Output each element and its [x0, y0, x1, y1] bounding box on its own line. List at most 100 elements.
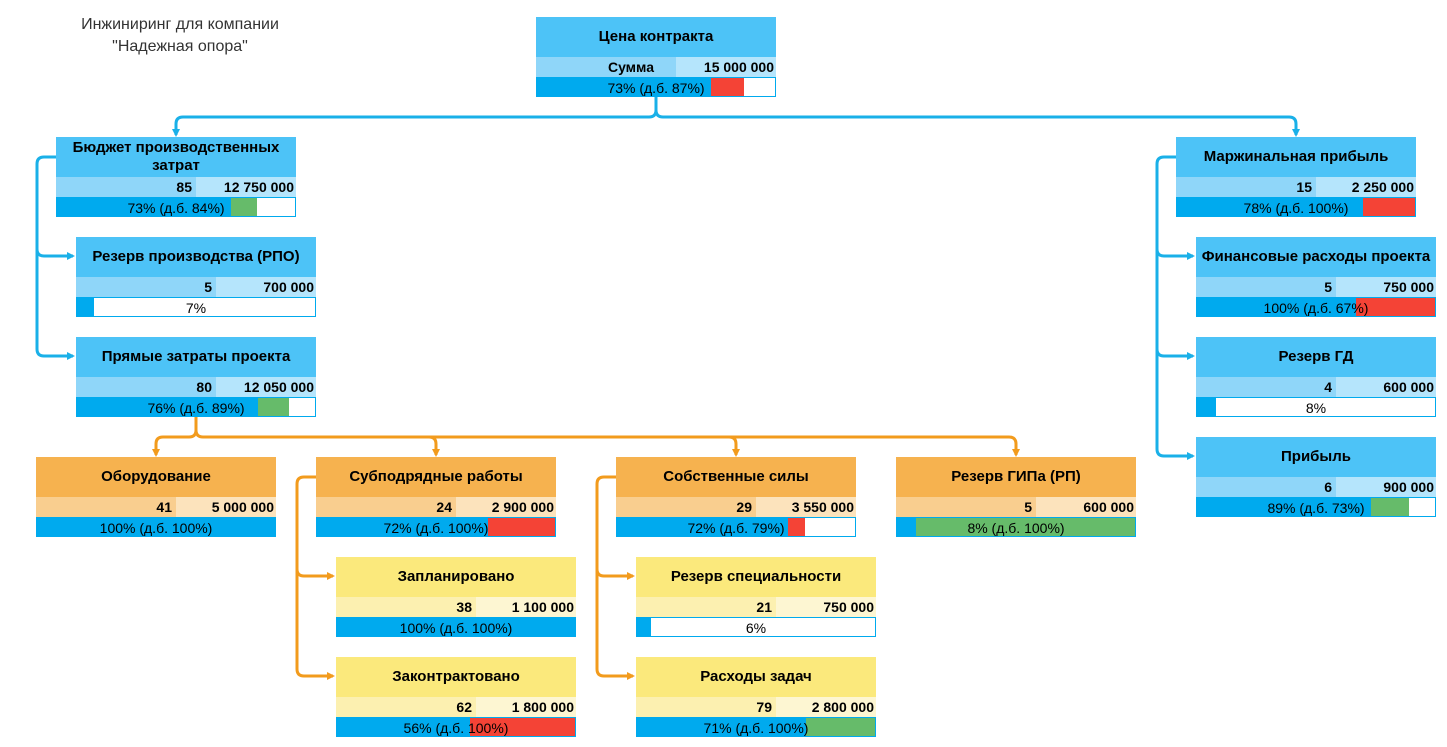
- progress-deviation-mark: [805, 718, 875, 736]
- node-own-forces[interactable]: Собственные силы 29 3 550 000 72% (д.б. …: [616, 457, 856, 537]
- node-values-row: 15 2 250 000: [1176, 177, 1416, 197]
- node-title: Бюджет производственных затрат: [56, 137, 296, 177]
- node-spec-reserve[interactable]: Резерв специальности 21 750 000 6%: [636, 557, 876, 637]
- progress-label: 100% (д.б. 67%): [1263, 300, 1369, 316]
- node-share: 29: [616, 497, 756, 517]
- progress-deviation-mark: [1356, 298, 1435, 316]
- progress-label: 56% (д.б. 100%): [403, 720, 509, 736]
- node-amount: 700 000: [216, 277, 316, 297]
- node-contracted[interactable]: Законтрактовано 62 1 800 000 56% (д.б. 1…: [336, 657, 576, 737]
- node-share: 24: [316, 497, 456, 517]
- progress-deviation-mark: [488, 518, 555, 536]
- node-share: 5: [896, 497, 1036, 517]
- progress-deviation-mark: [470, 718, 575, 736]
- node-values-row: 41 5 000 000: [36, 497, 276, 517]
- node-equipment[interactable]: Оборудование 41 5 000 000 100% (д.б. 100…: [36, 457, 276, 537]
- node-share: 15: [1176, 177, 1316, 197]
- node-title: Законтрактовано: [336, 657, 576, 697]
- node-gip-reserve[interactable]: Резерв ГИПа (РП) 5 600 000 8% (д.б. 100%…: [896, 457, 1136, 537]
- node-task-costs[interactable]: Расходы задач 79 2 800 000 71% (д.б. 100…: [636, 657, 876, 737]
- progress-fill: [637, 618, 652, 636]
- progress-deviation-mark: [1362, 198, 1415, 216]
- node-title: Прибыль: [1196, 437, 1436, 477]
- node-values-row: 5 750 000: [1196, 277, 1436, 297]
- node-share: 5: [1196, 277, 1336, 297]
- node-direct-costs[interactable]: Прямые затраты проекта 80 12 050 000 76%…: [76, 337, 316, 417]
- node-share: 85: [56, 177, 196, 197]
- progress-label: 73% (д.б. 87%): [607, 80, 705, 96]
- progress-label: 6%: [745, 620, 767, 636]
- node-title: Маржинальная прибыль: [1176, 137, 1416, 177]
- node-progress-bar: 71% (д.б. 100%): [636, 717, 876, 737]
- node-progress-bar: 73% (д.б. 87%): [536, 77, 776, 97]
- progress-label: 72% (д.б. 100%): [383, 520, 489, 536]
- node-prod-budget[interactable]: Бюджет производственных затрат 85 12 750…: [56, 137, 296, 217]
- node-title: Оборудование: [36, 457, 276, 497]
- node-prod-reserve[interactable]: Резерв производства (РПО) 5 700 000 7%: [76, 237, 316, 317]
- progress-fill: [537, 78, 711, 96]
- connector-own-to-tasks: [595, 569, 635, 680]
- node-progress-bar: 89% (д.б. 73%): [1196, 497, 1436, 517]
- node-subcontract[interactable]: Субподрядные работы 24 2 900 000 72% (д.…: [316, 457, 556, 537]
- node-progress-bar: 56% (д.б. 100%): [336, 717, 576, 737]
- diagram-title: Инжиниринг для компании "Надежная опора": [40, 14, 320, 58]
- node-gd-reserve[interactable]: Резерв ГД 4 600 000 8%: [1196, 337, 1436, 417]
- connector-subcontract-to-planned: [295, 475, 335, 580]
- progress-fill: [617, 518, 789, 536]
- node-fin-costs[interactable]: Финансовые расходы проекта 5 750 000 100…: [1196, 237, 1436, 317]
- node-amount: 5 000 000: [176, 497, 276, 517]
- progress-deviation-mark: [710, 78, 745, 96]
- progress-fill: [57, 198, 231, 216]
- node-progress-bar: 72% (д.б. 100%): [316, 517, 556, 537]
- node-title: Резерв ГИПа (РП): [896, 457, 1136, 497]
- node-progress-bar: 8%: [1196, 397, 1436, 417]
- node-values-row: 6 900 000: [1196, 477, 1436, 497]
- progress-deviation-mark: [257, 398, 289, 416]
- node-progress-bar: 100% (д.б. 100%): [36, 517, 276, 537]
- node-title: Финансовые расходы проекта: [1196, 237, 1436, 277]
- node-title: Собственные силы: [616, 457, 856, 497]
- progress-label: 71% (д.б. 100%): [703, 720, 809, 736]
- connector-contract-to-prod-budget: [172, 97, 658, 137]
- node-amount: 1 800 000: [476, 697, 576, 717]
- connector-direct-to-gip: [729, 435, 1020, 457]
- progress-fill: [337, 618, 575, 636]
- progress-deviation-mark: [788, 518, 806, 536]
- node-values-row: 79 2 800 000: [636, 697, 876, 717]
- connector-direct-to-equipment: [152, 417, 198, 457]
- node-values-row: 38 1 100 000: [336, 597, 576, 617]
- node-margin[interactable]: Маржинальная прибыль 15 2 250 000 78% (д…: [1176, 137, 1416, 217]
- node-title: Прямые затраты проекта: [76, 337, 316, 377]
- node-amount: 12 750 000: [196, 177, 296, 197]
- node-amount: 750 000: [776, 597, 876, 617]
- node-planned[interactable]: Запланировано 38 1 100 000 100% (д.б. 10…: [336, 557, 576, 637]
- progress-fill: [317, 518, 489, 536]
- progress-label: 89% (д.б. 73%): [1267, 500, 1365, 516]
- node-values-row: Сумма 15 000 000: [536, 57, 776, 77]
- node-progress-bar: 72% (д.б. 79%): [616, 517, 856, 537]
- progress-label: 7%: [185, 300, 207, 316]
- node-profit[interactable]: Прибыль 6 900 000 89% (д.б. 73%): [1196, 437, 1436, 517]
- node-share: 4: [1196, 377, 1336, 397]
- progress-fill: [1177, 198, 1363, 216]
- connector-prod-budget-to-direct: [35, 249, 75, 360]
- node-title: Субподрядные работы: [316, 457, 556, 497]
- node-amount: 600 000: [1036, 497, 1136, 517]
- node-title: Резерв специальности: [636, 557, 876, 597]
- node-share: 21: [636, 597, 776, 617]
- node-title: Резерв ГД: [1196, 337, 1436, 377]
- connector-prod-budget-to-reserve: [35, 155, 75, 260]
- node-contract[interactable]: Цена контракта Сумма 15 000 000 73% (д.б…: [536, 17, 776, 97]
- diagram-title-line-1: Инжиниринг для компании: [81, 16, 279, 33]
- progress-fill: [37, 518, 275, 536]
- node-title: Запланировано: [336, 557, 576, 597]
- node-share: 6: [1196, 477, 1336, 497]
- progress-fill: [1197, 398, 1217, 416]
- node-progress-bar: 76% (д.б. 89%): [76, 397, 316, 417]
- progress-label: 73% (д.б. 84%): [127, 200, 225, 216]
- progress-deviation-mark: [1370, 498, 1409, 516]
- progress-fill: [77, 398, 258, 416]
- connector-subcontract-to-contracted: [295, 569, 335, 680]
- progress-deviation-mark: [916, 518, 1135, 536]
- progress-label: 100% (д.б. 100%): [399, 620, 513, 636]
